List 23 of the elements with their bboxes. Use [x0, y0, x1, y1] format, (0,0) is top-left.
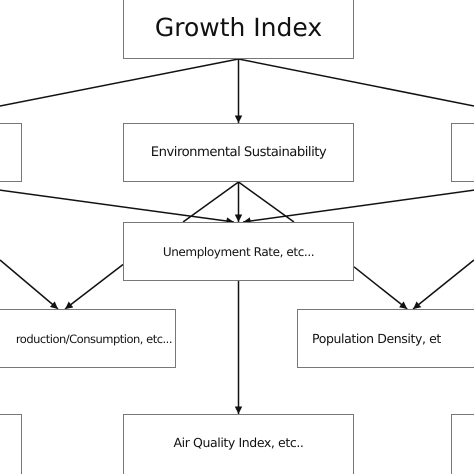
box-label: Environmental Sustainability: [150, 145, 326, 160]
arrow: [0, 259, 58, 310]
arrow: [234, 281, 242, 414]
connector-line: [0, 58, 239, 107]
process-box: [297, 309, 474, 368]
connector-line: [238, 58, 474, 107]
process-box: [123, 414, 354, 474]
arrow: [234, 59, 242, 123]
arrow: [64, 264, 124, 310]
arrow: [354, 266, 408, 310]
box-label: roduction/Consumption, etc...: [16, 332, 172, 346]
box-label: Air Quality Index, etc..: [174, 434, 304, 450]
box-label: Population Density, et: [312, 331, 441, 346]
box-label: Growth Index: [154, 13, 322, 42]
arrow: [234, 182, 242, 222]
connector-line: [238, 181, 294, 223]
process-box: [123, 222, 354, 281]
connector-line: [182, 181, 239, 223]
process-box: [0, 309, 176, 368]
box-label: Unemployment Rate, etc...: [162, 244, 314, 258]
process-box: [123, 123, 354, 182]
process-box: [123, 0, 354, 59]
arrow: [412, 259, 474, 310]
